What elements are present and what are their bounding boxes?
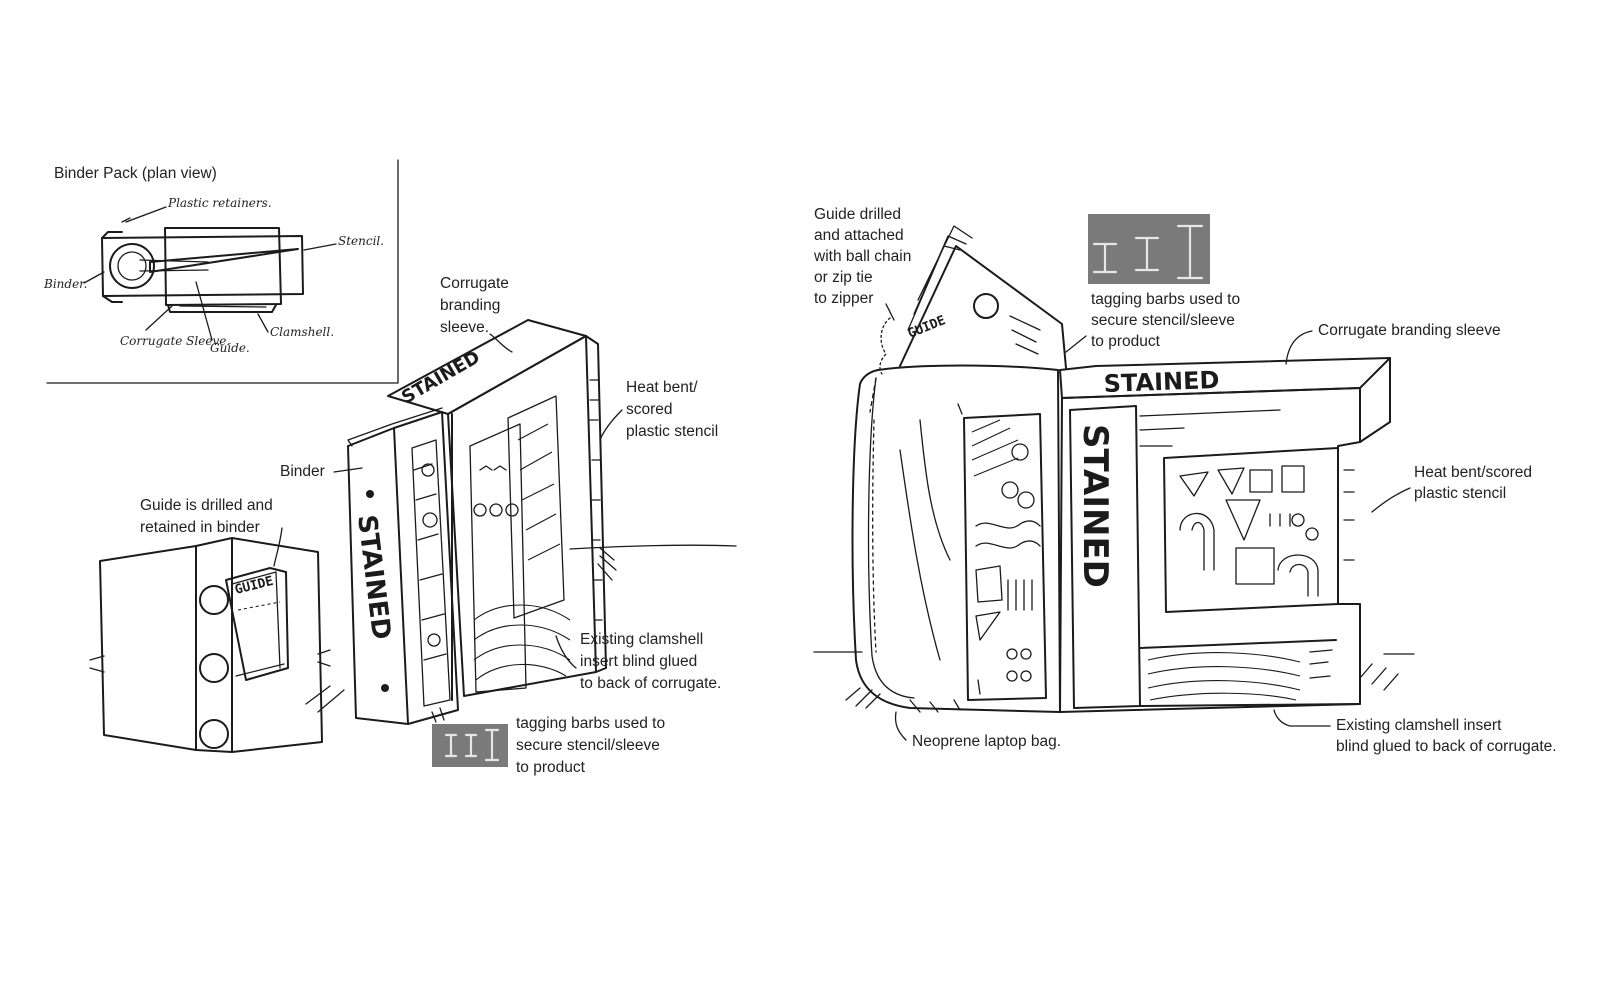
- plan-view-callouts: Plastic retainers. Stencil. Binder. Corr…: [43, 196, 384, 355]
- callout-laptop-clamshell-2: blind glued to back of corrugate.: [1336, 738, 1557, 755]
- tagging-barbs-swatch-right: [1088, 214, 1210, 284]
- callout-neoprene-bag: Neoprene laptop bag.: [912, 733, 1061, 750]
- laptop-box: STAINED STAINED: [957, 357, 1391, 713]
- callout-laptop-heat-bent-1: Heat bent/scored: [1414, 464, 1532, 481]
- callout-laptop-tagging-1: tagging barbs used to: [1091, 291, 1240, 308]
- callout-tagging-barbs-3: to product: [516, 759, 586, 776]
- callout-stencil: Stencil.: [338, 234, 384, 248]
- laptop-guide-label: GUIDE: [906, 313, 948, 342]
- binder-pack-sketch: GUIDE STAINED STAINED: [89, 275, 737, 776]
- open-binder: GUIDE: [89, 537, 331, 753]
- callout-binder: Binder: [280, 463, 325, 480]
- callout-guide-drilled-2: and attached: [814, 227, 904, 244]
- plan-view-sketch: [101, 217, 304, 313]
- callout-guide-retained-1: Guide is drilled and: [140, 497, 273, 514]
- callout-corrugate-branding-sleeve-1: Corrugate: [440, 275, 509, 292]
- callout-laptop-tagging-2: secure stencil/sleeve: [1091, 312, 1235, 329]
- binder-guide-label: GUIDE: [233, 574, 275, 598]
- callout-heat-bent-stencil-2: scored: [626, 401, 673, 418]
- callout-corrugate-sleeve: Corrugate Sleeve.: [120, 334, 230, 348]
- laptop-pack-callouts: Guide drilled and attached with ball cha…: [813, 206, 1557, 755]
- binder-box: STAINED STAINED: [347, 319, 617, 725]
- callout-corrugate-branding-sleeve-2: branding: [440, 297, 500, 314]
- callout-tagging-barbs-2: secure stencil/sleeve: [516, 737, 660, 754]
- plan-view: Binder Pack (plan view) Plastic retainer…: [43, 159, 399, 384]
- callout-binder: Binder.: [43, 277, 87, 291]
- laptop-front-brand: STAINED: [1075, 424, 1115, 588]
- callout-laptop-clamshell-1: Existing clamshell insert: [1336, 717, 1502, 734]
- sleeve-top-brand: STAINED: [398, 347, 484, 409]
- plan-view-frame: [46, 159, 399, 384]
- binder-spine-brand: STAINED: [351, 513, 396, 641]
- callout-plastic-retainers: Plastic retainers.: [167, 196, 272, 210]
- callout-clamshell-2: insert blind glued: [580, 653, 697, 670]
- callout-guide-drilled-1: Guide drilled: [814, 206, 901, 223]
- callout-laptop-corrugate-sleeve: Corrugate branding sleeve: [1318, 322, 1501, 339]
- callout-heat-bent-stencil-1: Heat bent/: [626, 379, 698, 396]
- callout-clamshell-1: Existing clamshell: [580, 631, 703, 648]
- callout-guide-retained-2: retained in binder: [140, 519, 260, 536]
- callout-clamshell-3: to back of corrugate.: [580, 675, 721, 692]
- callout-guide-drilled-5: to zipper: [814, 290, 873, 307]
- callout-guide-drilled-3: with ball chain: [813, 248, 911, 265]
- callout-corrugate-branding-sleeve-3: sleeve.: [440, 319, 489, 336]
- plan-view-title: Binder Pack (plan view): [54, 165, 217, 182]
- callout-heat-bent-stencil-3: plastic stencil: [626, 423, 718, 440]
- binder-pack-callouts: Corrugate branding sleeve. Heat bent/ sc…: [140, 275, 721, 776]
- ground-line-right: [813, 651, 1415, 655]
- callout-tagging-barbs-1: tagging barbs used to: [516, 715, 665, 732]
- callout-guide-drilled-4: or zip tie: [814, 269, 873, 286]
- callout-guide: Guide.: [210, 341, 250, 355]
- neoprene-bag: [851, 364, 1061, 713]
- laptop-pack-sketch: GUIDE STAINED STAINED: [813, 206, 1557, 755]
- callout-laptop-heat-bent-2: plastic stencil: [1414, 485, 1506, 502]
- ground-line: [569, 544, 737, 550]
- callout-laptop-tagging-3: to product: [1091, 333, 1161, 350]
- callout-clamshell: Clamshell.: [270, 325, 334, 339]
